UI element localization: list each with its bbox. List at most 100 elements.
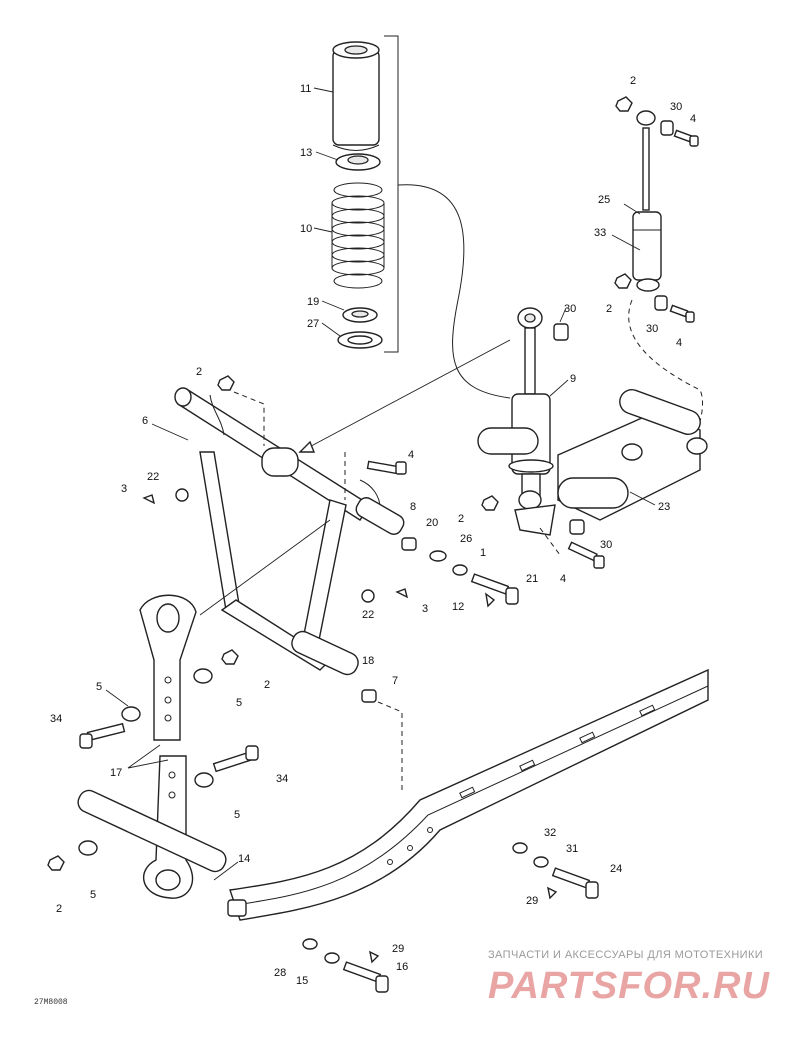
drawing-code: 27M8008 bbox=[34, 998, 68, 1007]
callout-26: 26 bbox=[460, 533, 472, 545]
callout-9: 9 bbox=[570, 373, 576, 385]
callout-25: 25 bbox=[598, 194, 610, 206]
fitting-22-lower bbox=[361, 589, 375, 603]
bolt-34-b bbox=[212, 745, 259, 773]
callout-27: 27 bbox=[307, 318, 319, 330]
callout-21: 21 bbox=[526, 573, 538, 585]
bolt-24 bbox=[551, 867, 599, 899]
callout-5: 5 bbox=[90, 889, 96, 901]
bushing-30-lower bbox=[569, 519, 585, 535]
dash-a bbox=[233, 391, 265, 446]
washer-27 bbox=[337, 331, 383, 349]
callout-22: 22 bbox=[147, 471, 159, 483]
callout-29: 29 bbox=[526, 895, 538, 907]
clip-29-right bbox=[547, 886, 558, 900]
bracket-plate bbox=[514, 504, 556, 536]
nut-2-top bbox=[615, 96, 633, 112]
arrow-head bbox=[298, 440, 316, 453]
rear-shock-absorber-25 bbox=[632, 110, 662, 292]
callout-24: 24 bbox=[610, 863, 622, 875]
callout-34: 34 bbox=[276, 773, 288, 785]
callout-30: 30 bbox=[646, 323, 658, 335]
watermark-brand: PARTSFOR.RU bbox=[488, 965, 770, 1007]
callout-15: 15 bbox=[296, 975, 308, 987]
cross-shaft-14 bbox=[77, 789, 227, 873]
bushing-30-top bbox=[660, 120, 674, 136]
callout-2: 2 bbox=[606, 303, 612, 315]
clip-12 bbox=[485, 592, 496, 608]
callout-1: 1 bbox=[480, 547, 486, 559]
assembly-leader-to-shock bbox=[397, 184, 511, 399]
callout-4: 4 bbox=[560, 573, 566, 585]
washer-5-d bbox=[78, 840, 98, 856]
washer-5-b bbox=[121, 706, 141, 722]
watermark: ЗАПЧАСТИ И АКСЕССУАРЫ ДЛЯ МОТОТЕХНИКИ PA… bbox=[488, 949, 770, 1007]
callout-18: 18 bbox=[362, 655, 374, 667]
callout-16: 16 bbox=[396, 961, 408, 973]
nut-2-link bbox=[221, 649, 239, 665]
callout-29: 29 bbox=[392, 943, 404, 955]
callout-31: 31 bbox=[566, 843, 578, 855]
nut-2-upper bbox=[217, 375, 235, 391]
callout-22: 22 bbox=[362, 609, 374, 621]
shaft-8 bbox=[355, 497, 405, 535]
callout-12: 12 bbox=[452, 601, 464, 613]
callout-3: 3 bbox=[422, 603, 428, 615]
front-shock-absorber-9 bbox=[508, 307, 554, 510]
callout-34: 34 bbox=[50, 713, 62, 725]
callout-5: 5 bbox=[236, 697, 242, 709]
bolt-4-mid bbox=[669, 304, 695, 323]
callout-labels: 11 13 10 19 27 2 30 4 25 33 2 30 4 30 9 … bbox=[50, 75, 696, 987]
bolt-4-top bbox=[673, 129, 699, 147]
callout-11: 11 bbox=[300, 83, 311, 95]
shock-boot-11 bbox=[332, 41, 380, 151]
bolt-21 bbox=[470, 573, 519, 605]
bolt-4-lower bbox=[567, 541, 605, 569]
fitting-22-upper bbox=[175, 488, 189, 502]
arrow-line-2 bbox=[199, 519, 331, 616]
nut-2-arm bbox=[481, 495, 499, 511]
bolt-34-a bbox=[79, 722, 126, 749]
bolt-4-upper bbox=[366, 460, 407, 475]
nut-2-mid bbox=[614, 273, 632, 289]
washer-5-a bbox=[193, 668, 213, 684]
callout-20: 20 bbox=[426, 517, 438, 529]
callout-2: 2 bbox=[56, 903, 62, 915]
callout-5: 5 bbox=[96, 681, 102, 693]
callout-2: 2 bbox=[630, 75, 636, 87]
dash-d bbox=[539, 527, 561, 556]
washer-1 bbox=[452, 564, 468, 576]
washer-15 bbox=[324, 952, 340, 964]
slide-rail bbox=[227, 668, 709, 921]
callout-23: 23 bbox=[658, 501, 670, 513]
callout-28: 28 bbox=[274, 967, 286, 979]
callout-14: 14 bbox=[238, 853, 250, 865]
callout-4: 4 bbox=[676, 337, 682, 349]
upper-link-17 bbox=[139, 594, 197, 741]
callout-13: 13 bbox=[300, 147, 312, 159]
bushing-30-mid bbox=[654, 295, 668, 311]
coil-spring-10 bbox=[331, 182, 385, 289]
spring-seat-13 bbox=[335, 153, 381, 171]
assembly-bracket bbox=[384, 35, 399, 353]
nut-2-shaft bbox=[47, 855, 65, 871]
rear-shock-leader bbox=[628, 299, 704, 433]
callout-5: 5 bbox=[234, 809, 240, 821]
callout-30: 30 bbox=[670, 101, 682, 113]
rear-arm-23 bbox=[477, 389, 708, 521]
spacer-7 bbox=[361, 689, 377, 703]
dash-c bbox=[377, 701, 403, 790]
watermark-tagline: ЗАПЧАСТИ И АКСЕССУАРЫ ДЛЯ МОТОТЕХНИКИ bbox=[488, 949, 763, 961]
callout-33: 33 bbox=[594, 227, 606, 239]
washer-32 bbox=[512, 842, 528, 854]
leader-lines bbox=[105, 87, 656, 881]
callout-4: 4 bbox=[690, 113, 696, 125]
callout-10: 10 bbox=[300, 223, 312, 235]
bushing-30-center bbox=[553, 323, 569, 341]
spring-retainer-19 bbox=[342, 307, 378, 323]
callout-2: 2 bbox=[196, 366, 202, 378]
callout-3: 3 bbox=[121, 483, 127, 495]
clip-29-bottom bbox=[369, 950, 380, 964]
callout-17: 17 bbox=[110, 767, 122, 779]
callout-2: 2 bbox=[458, 513, 464, 525]
